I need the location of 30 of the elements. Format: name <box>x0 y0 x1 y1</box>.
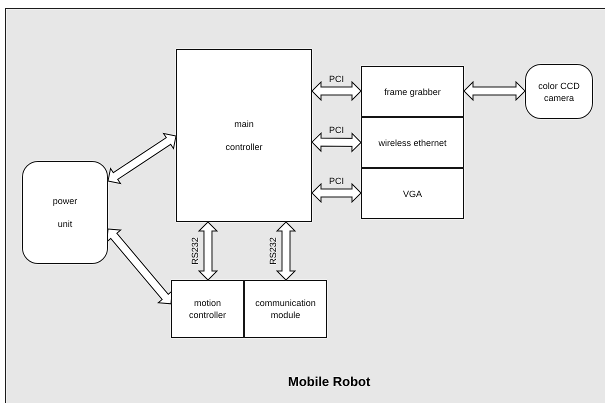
diagram-title: Mobile Robot <box>288 374 370 389</box>
node-label: color CCD camera <box>537 80 581 104</box>
node-label: wireless ethernet <box>378 136 447 148</box>
double-arrow <box>198 221 218 281</box>
double-arrow <box>311 80 362 102</box>
controller-box <box>171 280 244 338</box>
double-arrow <box>276 221 296 281</box>
node-label: motion controller <box>188 297 227 321</box>
node-label: main controller <box>224 118 264 154</box>
edge-label: PCI <box>328 74 346 84</box>
edge-label: PCI <box>328 125 346 136</box>
double-arrow <box>311 182 362 204</box>
module-box <box>361 66 464 117</box>
camera-node <box>525 64 593 119</box>
controller-box <box>176 49 312 222</box>
node-label: frame grabber <box>384 86 441 98</box>
edge-label: PCI <box>328 176 346 186</box>
edge-label: RS232 <box>190 236 200 266</box>
node-label: communication module <box>254 297 317 321</box>
node-label: VGA <box>402 188 422 200</box>
double-arrow <box>463 80 526 102</box>
node-label: power unit <box>52 194 78 230</box>
double-arrow <box>107 132 177 184</box>
edge-label: RS232 <box>268 236 278 266</box>
double-arrow <box>311 132 362 153</box>
double-arrow <box>106 228 173 304</box>
module-box <box>361 117 464 168</box>
module-box <box>244 280 327 338</box>
module-box <box>361 168 464 219</box>
power-node <box>22 161 108 264</box>
